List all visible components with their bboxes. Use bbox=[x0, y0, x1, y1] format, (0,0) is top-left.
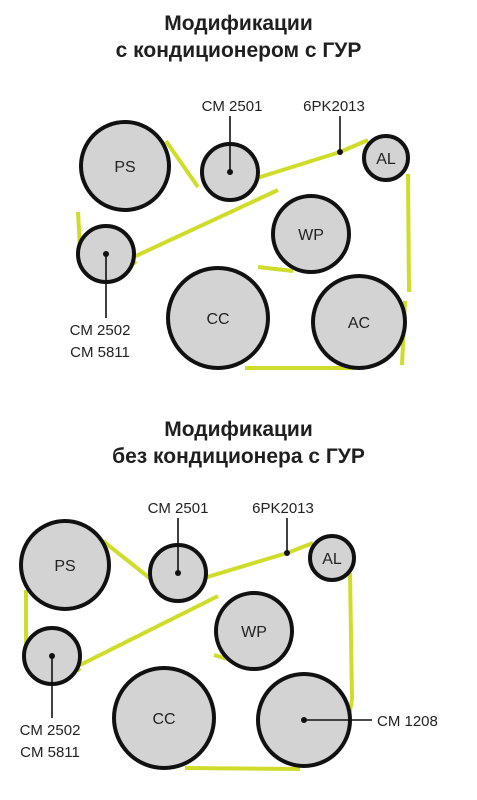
diagram-1-ac-label: AC bbox=[348, 315, 370, 332]
diagram-2-cc-label: CC bbox=[152, 711, 175, 728]
diagram-1-idler-left-center-dot bbox=[103, 251, 109, 257]
diagram-1: PS AL WP CC AC CM 2501 6PK2013 CM 2502 C… bbox=[70, 98, 411, 370]
diagram-1-cc-pulley bbox=[166, 266, 270, 370]
diagram-2-idler-left-center-dot bbox=[49, 653, 55, 659]
diagram-2: PS AL WP CC CM 2501 6PK2013 CM 2502 CM 5… bbox=[19, 500, 438, 771]
diagram-2-belt-point-dot bbox=[284, 550, 290, 556]
diagram-2-title-line-2: без кондиционера с ГУР bbox=[112, 445, 365, 468]
diagram-2-idler-left-callout-line-1: CM 2502 bbox=[20, 722, 81, 739]
diagram-1-al-label: AL bbox=[376, 151, 396, 168]
diagram-1-ps-pulley bbox=[79, 120, 171, 212]
diagram-1-title-line-2: с кондиционером с ГУР bbox=[115, 39, 362, 62]
diagram-2-cc-pulley bbox=[112, 666, 216, 770]
diagram-2-idler-left-callout-line-2: CM 5811 bbox=[20, 744, 80, 761]
diagram-1-title-line-1: Модификации bbox=[164, 12, 313, 35]
diagram-1-wp-label: WP bbox=[298, 227, 324, 244]
diagram-2-al-pulley bbox=[308, 534, 356, 582]
diagram-2-idler-right-center-dot bbox=[301, 717, 307, 723]
diagram-2-belt-callout: 6PK2013 bbox=[252, 500, 314, 517]
diagram-2-al-label: AL bbox=[322, 551, 342, 568]
diagram-2-title: Модификации без кондиционера с ГУР bbox=[0, 416, 477, 470]
diagram-2-idler-top-center-dot bbox=[175, 570, 181, 576]
diagram-1-belt-callout: 6PK2013 bbox=[303, 98, 365, 115]
diagram-1-ps-label: PS bbox=[114, 159, 135, 176]
diagram-2-title-line-1: Модификации bbox=[164, 418, 313, 441]
diagram-1-al-pulley bbox=[362, 134, 410, 182]
diagram-1-idler-left-callout-line-1: CM 2502 bbox=[70, 322, 131, 339]
diagram-1-idler-top-center-dot bbox=[227, 169, 233, 175]
diagram-2-wp-label: WP bbox=[241, 624, 267, 641]
diagram-1-belt-point-dot bbox=[337, 149, 343, 155]
diagram-1-wp-pulley bbox=[271, 194, 351, 274]
diagram-2-ps-label: PS bbox=[54, 558, 75, 575]
diagram-1-title: Модификации с кондиционером с ГУР bbox=[0, 10, 477, 64]
diagram-2-idler-right-callout: CM 1208 bbox=[377, 713, 438, 730]
diagram-1-cc-label: CC bbox=[206, 311, 229, 328]
diagram-2-ps-pulley bbox=[19, 519, 111, 611]
diagram-1-idler-left-callout-line-2: CM 5811 bbox=[70, 344, 130, 361]
diagram-1-ac-pulley bbox=[311, 274, 407, 370]
diagram-1-idler-top-callout: CM 2501 bbox=[202, 98, 263, 115]
diagram-2-wp-pulley bbox=[214, 591, 294, 671]
diagram-2-idler-top-callout: CM 2501 bbox=[148, 500, 209, 517]
